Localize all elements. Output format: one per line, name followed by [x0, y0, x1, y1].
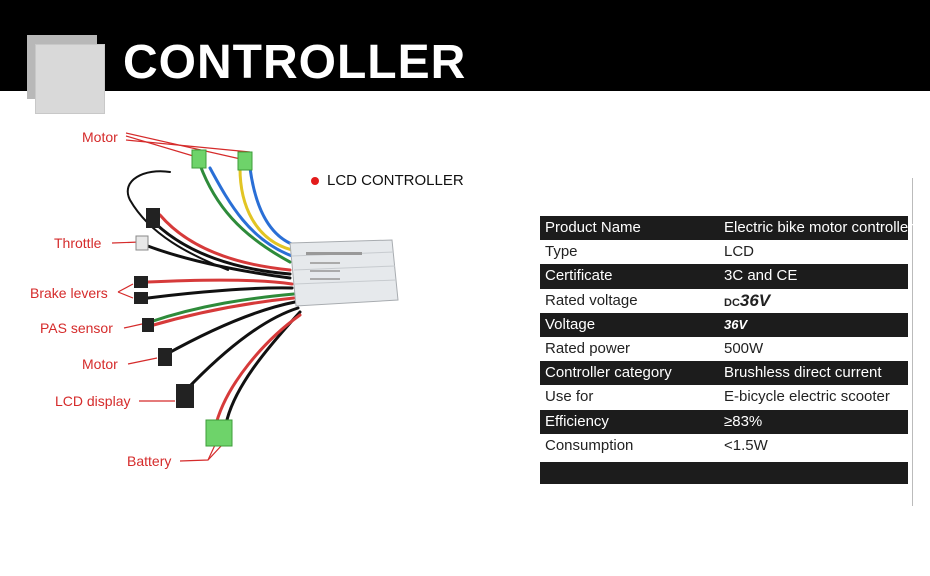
- spec-key: Controller category: [545, 364, 672, 382]
- spec-row-controller-category: Controller category Brushless direct cur…: [540, 361, 908, 386]
- leader-lines: [111, 132, 251, 462]
- spec-row-product-name: Product Name Electric bike motor control…: [540, 216, 913, 241]
- spec-key: Product Name: [545, 219, 641, 236]
- spec-value: DC36V: [724, 289, 770, 315]
- label-motor-top: Motor: [82, 129, 118, 145]
- label-throttle: Throttle: [54, 235, 102, 251]
- wiring-illustration: [111, 132, 399, 462]
- spec-key: Efficiency: [545, 412, 609, 430]
- label-brake-levers: Brake levers: [30, 285, 108, 301]
- spec-key: Type: [545, 243, 578, 261]
- spec-value: Brushless direct current: [724, 364, 882, 382]
- label-lcd-display: LCD display: [55, 393, 131, 409]
- spec-table: Product Name Electric bike motor control…: [540, 216, 913, 484]
- controller-wiring-diagram: Motor Throttle Brake levers PAS sensor M…: [0, 95, 520, 495]
- label-motor-bottom: Motor: [82, 356, 118, 372]
- spec-value-main: 36V: [739, 290, 771, 310]
- spec-row-use-for: Use for E-bicycle electric scooter: [540, 385, 908, 410]
- label-pas-sensor: PAS sensor: [40, 320, 113, 336]
- spec-row-type: Type LCD: [540, 240, 908, 265]
- spec-key: Voltage: [545, 315, 596, 333]
- spec-value: 3C and CE: [724, 267, 798, 285]
- bullet-icon: [311, 177, 319, 185]
- spec-row-footer: [540, 461, 908, 484]
- spec-key: Certificate: [545, 267, 613, 285]
- spec-value-prefix: DC: [724, 296, 740, 309]
- spec-value: 36V: [724, 316, 748, 332]
- spec-value: LCD: [724, 243, 755, 261]
- spec-key: Consumption: [545, 436, 634, 454]
- spec-row-voltage: Voltage 36V: [540, 312, 908, 337]
- spec-key: Rated voltage: [545, 291, 638, 309]
- spec-row-certificate: Certificate 3C and CE: [540, 264, 908, 289]
- spec-value: E-bicycle electric scooter: [724, 388, 890, 406]
- header-decor-square-front: [35, 44, 105, 114]
- spec-value: <1.5W: [724, 436, 768, 454]
- spec-value: ≥83%: [724, 412, 763, 430]
- page-title: CONTROLLER: [123, 36, 467, 89]
- spec-value: Electric bike motor controller: [724, 219, 914, 236]
- spec-value: 500W: [724, 339, 764, 357]
- spec-divider-line: [912, 178, 913, 506]
- label-battery: Battery: [127, 453, 172, 469]
- spec-key: Use for: [545, 388, 594, 406]
- header-banner: [0, 0, 930, 91]
- lcd-controller-heading: LCD CONTROLLER: [327, 172, 464, 189]
- controller-box: [289, 239, 399, 307]
- spec-row-rated-power: Rated power 500W: [540, 336, 908, 362]
- spec-row-consumption: Consumption <1.5W: [540, 433, 908, 458]
- spec-key: Rated power: [545, 339, 631, 357]
- spec-row-efficiency: Efficiency ≥83%: [540, 409, 908, 434]
- connectors: [134, 149, 253, 447]
- spec-row-rated-voltage: Rated voltage DC36V: [540, 288, 908, 315]
